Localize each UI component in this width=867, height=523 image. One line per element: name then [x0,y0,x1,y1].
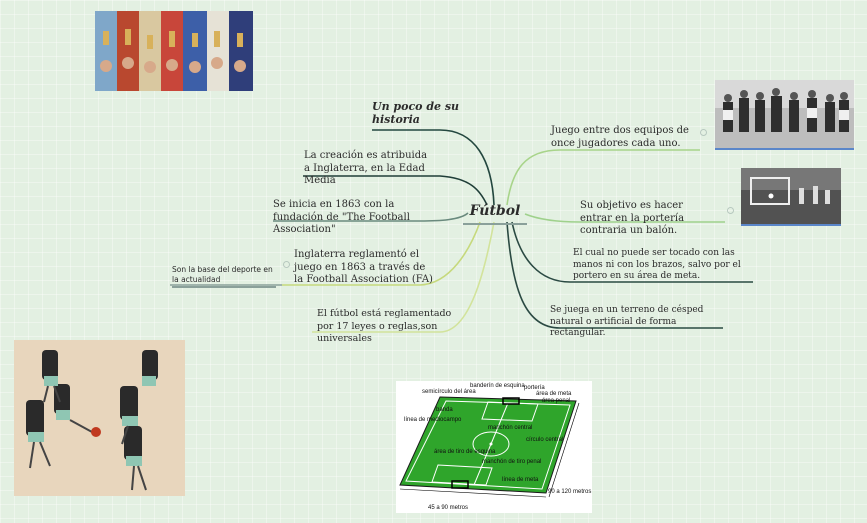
connector-laws [312,221,495,333]
collapse-dot[interactable] [700,129,707,136]
connector-founding [273,212,469,222]
connector-creation [303,175,488,206]
topic-field[interactable]: Se juega en un terreno de césped natural… [550,305,704,338]
topic-founding[interactable]: Se inicia en 1863 con la fundación de "T… [273,199,410,235]
label-largo: 90 a 120 metros [548,489,591,495]
label-linea-mediocampo: línea de mediocampo [404,417,462,423]
connector-teams [506,149,700,206]
collapse-dot[interactable] [283,261,290,268]
topic-laws[interactable]: El fútbol está reglamentado por 17 leyes… [317,308,452,344]
topic-hands[interactable]: El cual no puede ser tocado con las mano… [573,248,741,281]
label-banda: banda [436,407,453,413]
label-semicirculo: semicírculo del área [422,389,476,395]
label-linea-meta: línea de meta [502,477,539,483]
connector-rules [282,221,481,286]
label-ancho: 45 a 90 metros [428,505,468,511]
connector-objective [524,213,725,223]
topic-history[interactable]: Un poco de su historia [372,100,460,126]
topic-objective[interactable]: Su objetivo es hacer entrar en la porter… [580,200,685,236]
connector-history [372,129,495,206]
label-banderin: banderín de esquina [470,383,525,389]
topic-creation[interactable]: La creación es atribuida a Inglaterra, e… [304,150,428,186]
topic-teams[interactable]: Juego entre dos equipos de once jugadore… [551,125,689,149]
label-area-penal: área penal [542,398,570,404]
label-manchon-central: manchón central [488,425,532,431]
label-circulo-central: círculo central [526,437,563,443]
label-manchon-penal: manchón de tiro penal [482,459,541,465]
vintage-team-photo [715,80,854,150]
ancient-football-painting [14,340,185,496]
central-topic[interactable]: Fútbol [463,203,527,225]
football-field-diagram: semicírculo del área banderín de esquina… [396,381,592,513]
topic-rules-1863[interactable]: Inglaterra reglamentó el juego en 1863 a… [294,249,433,285]
goal-scene-photo [741,168,841,226]
label-porteria: portería [524,385,545,391]
collapse-dot[interactable] [727,207,734,214]
connector-field [506,221,723,329]
subtopic-rules-base[interactable]: Son la base del deporte en la actualidad [172,265,276,288]
label-area-esquina: área de tiro de esquina [434,449,496,455]
world-cup-captains-image [95,11,253,91]
connector-hands [511,221,753,283]
label-area-meta: área de meta [536,391,572,397]
